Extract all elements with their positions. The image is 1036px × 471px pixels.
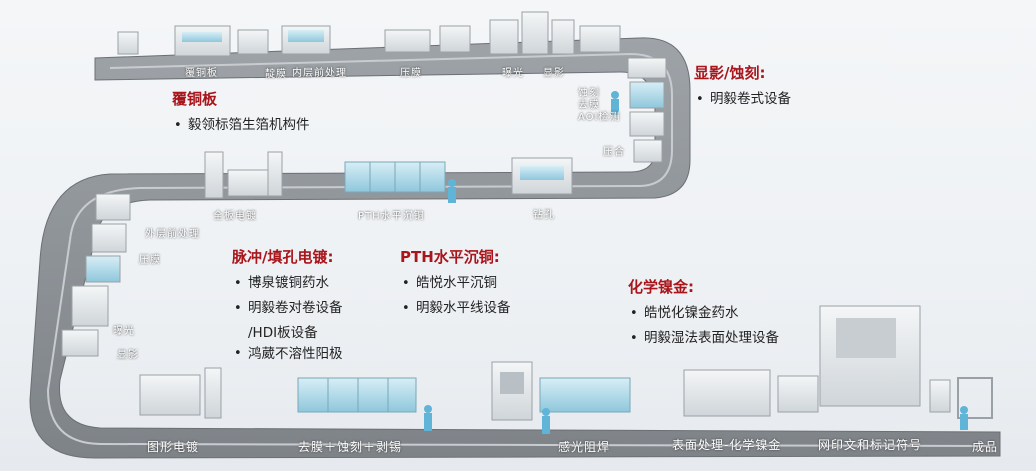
machine-yamo-top — [384, 25, 471, 53]
station-label-baoguang-left: 曝光 — [113, 326, 135, 337]
station-label-aoi: AOI检测 — [578, 112, 621, 123]
station-label-tuxing: 图形电镀 — [147, 440, 200, 454]
station-label-chengpin: 成品 — [972, 440, 999, 454]
machine-wangyin — [819, 305, 951, 413]
machine-neiceng — [237, 25, 331, 55]
group-pth: PTH水平沉铜: 皓悦水平沉铜 明毅水平线设备 — [400, 246, 511, 321]
machine-ganguang — [491, 361, 631, 421]
group-item: 毅领标箔生箔机构件 — [172, 113, 310, 138]
group-item: 明毅水平线设备 — [400, 296, 511, 321]
group-item: 明毅湿法表面处理设备 — [628, 326, 779, 351]
station-label-neiceng: 内层前处理 — [292, 68, 347, 79]
station-label-xianying-top: 显影 — [543, 68, 565, 79]
station-label-biaomian: 表面处理-化学镍金 — [672, 438, 782, 452]
group-item: /HDI板设备 — [248, 325, 318, 341]
group-title: 化学镍金: — [628, 278, 694, 296]
machine-qumo-bottom — [297, 377, 417, 413]
machine-shike — [627, 57, 667, 163]
group-maichong: 脉冲/填孔电镀: 博泉镀铜药水 明毅卷对卷设备 /HDI板设备 鸿葳不溶性阳极 — [232, 246, 343, 362]
group-huaxue: 化学镍金: 皓悦化镍金药水 明毅湿法表面处理设备 — [628, 276, 779, 351]
station-label-xianying-left: 显影 — [117, 350, 139, 361]
group-item: 皓悦化镍金药水 — [628, 301, 779, 326]
station-label-zuankong: 钻孔 — [533, 210, 555, 221]
group-title: 显影/蚀刻: — [694, 64, 766, 82]
group-item: 皓悦水平沉铜 — [400, 271, 511, 296]
station-label-pth: PTH水平沉铜 — [358, 211, 425, 222]
station-label-ganguang: 感光阻焊 — [558, 440, 611, 454]
station-label-qumo-bottom: 去膜＋蚀刻＋剥锡 — [298, 440, 403, 454]
station-label-yahe: 压合 — [603, 147, 625, 158]
station-label-yamo-left: 压膜 — [139, 255, 161, 266]
station-label-baoguang-top: 曝光 — [502, 68, 524, 79]
machine-zuankong — [511, 157, 573, 195]
workers — [424, 91, 968, 434]
machine-quanban — [204, 151, 283, 199]
machine-chengpin — [957, 377, 993, 419]
conveyor-rail — [46, 52, 991, 447]
machine-baoguang-top — [489, 11, 621, 55]
station-label-qumo: 去膜 — [578, 100, 600, 111]
group-item: 明毅卷式设备 — [694, 87, 791, 112]
machine-pth — [344, 161, 446, 193]
station-label-yamo-top: 压膜 — [400, 68, 422, 79]
station-label-waiceng: 外层前处理 — [145, 229, 200, 240]
machine-waiceng — [61, 193, 131, 357]
group-item: 明毅卷对卷设备 — [232, 296, 343, 321]
group-title: 覆铜板 — [172, 90, 218, 108]
group-title: 脉冲/填孔电镀: — [232, 248, 334, 266]
group-xianying: 显影/蚀刻: 明毅卷式设备 — [694, 62, 791, 112]
machine-fugongban — [117, 25, 231, 57]
group-fugongban: 覆铜板 毅领标箔生箔机构件 — [172, 88, 310, 138]
station-label-nianmo: 靛膜 — [265, 69, 287, 80]
station-label-quanban: 全板电镀 — [213, 211, 257, 222]
group-title: PTH水平沉铜: — [400, 248, 500, 266]
station-label-fugongban: 覆铜板 — [185, 68, 218, 79]
station-label-wangyin: 网印文和标记符号 — [818, 438, 923, 452]
machine-biaomian — [683, 369, 819, 417]
group-item: 鸿葳不溶性阳极 — [232, 346, 343, 362]
group-item: 博泉镀铜药水 — [232, 271, 343, 296]
station-label-shike: 蚀刻 — [578, 88, 600, 99]
machine-tuxing — [139, 367, 222, 419]
